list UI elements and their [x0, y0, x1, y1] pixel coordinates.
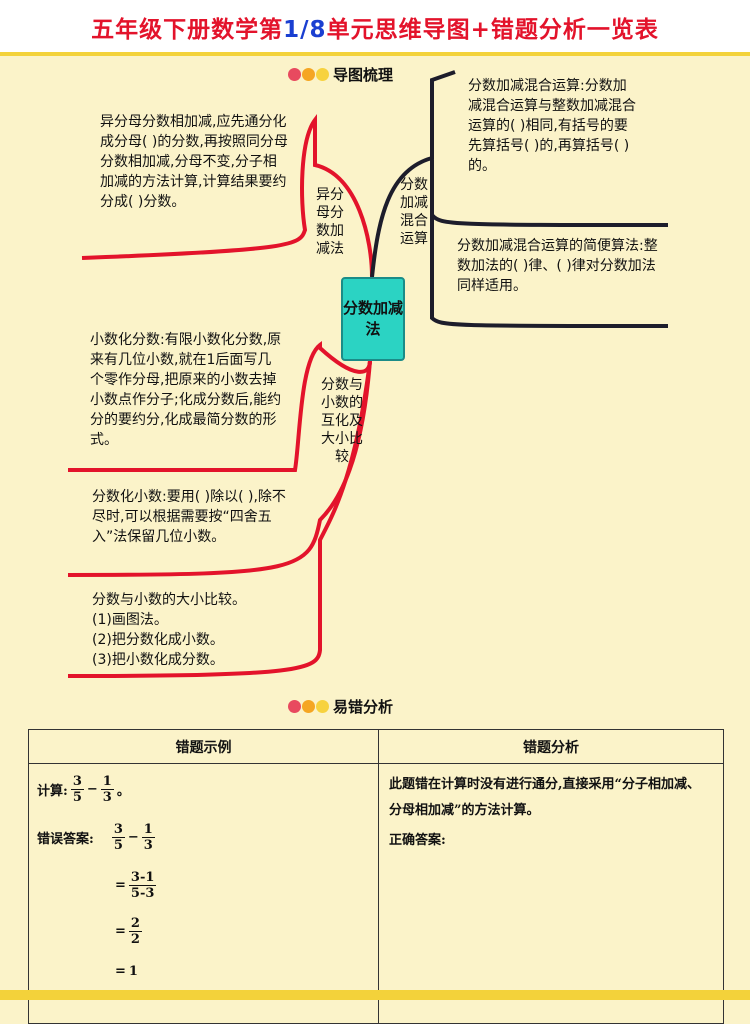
leaf-b2: 分数加减混合运算的简便算法:整数加法的( )律、( )律对分数加法同样适用。: [457, 238, 658, 294]
step-line: =1: [115, 964, 138, 979]
leaf-c1: 小数化分数:有限小数化分数,原来有几位小数,就在1后面写几个零作分母,把原来的小…: [90, 332, 282, 448]
leaf-c3: 分数与小数的大小比较。 (1)画图法。 (2)把分数化成小数。 (3)把小数化成…: [92, 590, 312, 670]
mindmap-lines: [67, 70, 669, 678]
connector-b: [370, 70, 669, 328]
leaf-c3-item: (3)把小数化成分数。: [92, 652, 224, 668]
cloud-decoration: [0, 0, 50, 32]
title-prefix: 五年级下册数学第: [91, 17, 284, 43]
errors-section-title: 易错分析: [288, 696, 393, 717]
header-bar: 五年级下册数学第1/8单元思维导图+错题分析一览表: [0, 0, 750, 56]
problem-tail: 。: [116, 784, 130, 799]
leaf-c2: 分数化小数:要用( )除以( ),除不尽时,可以根据需要按“四舍五入”法保留几位…: [92, 489, 286, 545]
branch-c-label: 分数与小数的互化及大小比较: [321, 377, 363, 465]
leaf-c3-item: (2)把分数化成小数。: [92, 632, 224, 648]
wrong-answer-label: 错误答案:: [37, 832, 94, 847]
flower-icon: [288, 68, 329, 81]
analysis-text: 此题错在计算时没有进行通分,直接采用“分子相加减、分母相加减”的方法计算。: [389, 777, 701, 818]
leaf-c3-title: 分数与小数的大小比较。: [92, 592, 246, 608]
title-suffix: 单元思维导图+错题分析一览表: [326, 17, 659, 43]
analysis-cell: 此题错在计算时没有进行通分,直接采用“分子相加减、分母相加减”的方法计算。 正确…: [378, 763, 724, 1024]
connector-a: [81, 113, 374, 278]
correct-answer-label: 正确答案:: [389, 833, 446, 848]
leaf-c3-item: (1)画图法。: [92, 612, 168, 628]
connector-c-top: [68, 340, 372, 472]
leaf-b1: 分数加减混合运算:分数加减混合运算与整数加减混合运算的( )相同,有括号的要先算…: [468, 78, 636, 174]
branch-a-label: 异分母分数加减法: [316, 187, 344, 257]
page-title: 五年级下册数学第1/8单元思维导图+错题分析一览表: [0, 10, 750, 44]
col-example-header: 错题示例: [28, 729, 379, 764]
branch-b-label: 分数加减混合运算: [400, 177, 428, 247]
final-value: 1: [128, 964, 138, 979]
mindmap-section-title: 导图梳理: [288, 64, 393, 85]
errors-section-label: 易错分析: [333, 698, 394, 716]
connector-c-low: [67, 360, 372, 678]
flower-icon: [288, 700, 329, 713]
problem-label: 计算:: [37, 784, 68, 799]
leaf-a1: 异分母分数相加减,应先通分化成分母( )的分数,再按照同分母分数相加减,分母不变…: [100, 114, 288, 210]
col-analysis-header: 错题分析: [378, 729, 724, 764]
title-number: 1/8: [283, 17, 327, 43]
center-node: 分数加减法: [341, 277, 405, 361]
mindmap-section-label: 导图梳理: [333, 66, 394, 84]
bottom-decoration: [0, 990, 750, 1000]
